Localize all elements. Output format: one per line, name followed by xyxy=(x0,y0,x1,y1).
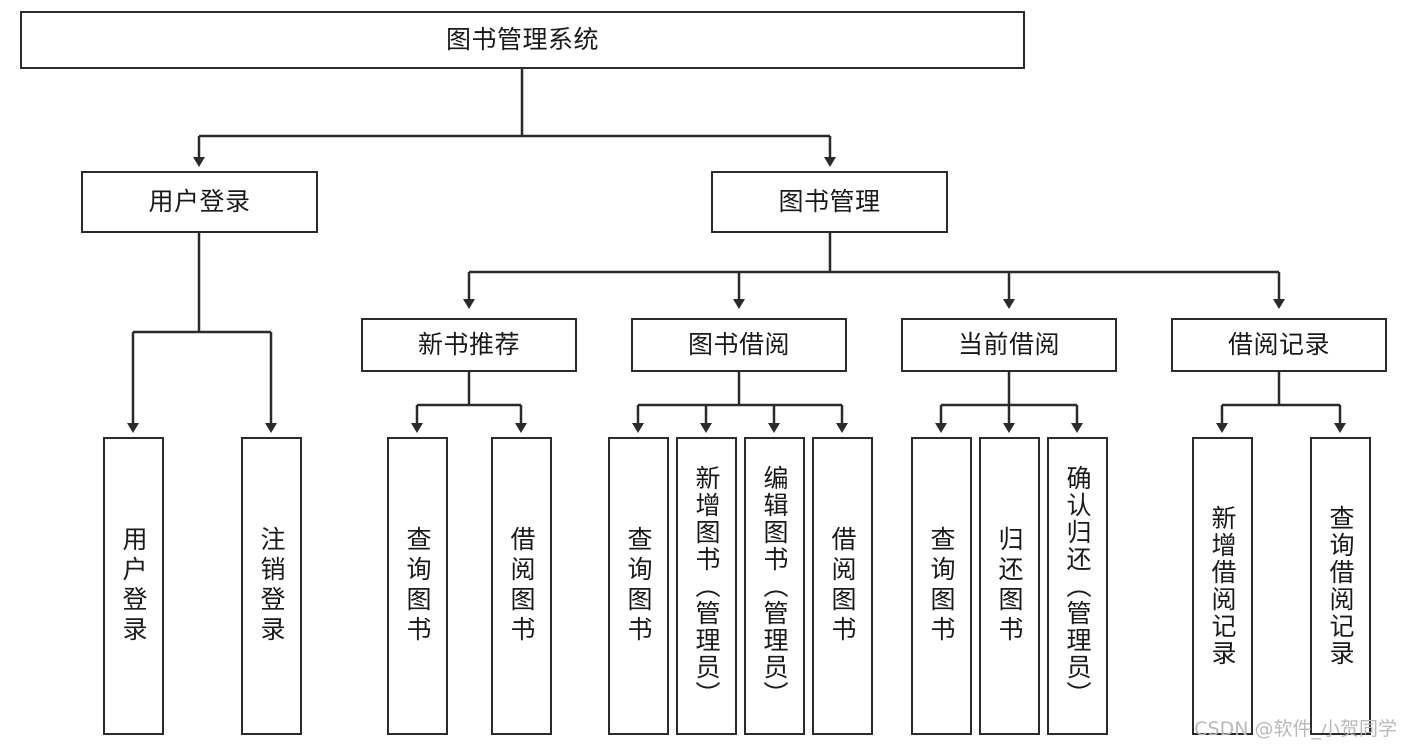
leaf-new-book-query-books[interactable]: 查询图书 xyxy=(387,437,448,735)
leaf-user-login-logout[interactable]: 注销登录 xyxy=(241,437,302,735)
node-label: 确认归还（管理员） xyxy=(1063,464,1092,708)
node-root-book-management-system[interactable]: 图书管理系统 xyxy=(20,11,1025,69)
leaf-current-borrow-confirm-return-admin[interactable]: 确认归还（管理员） xyxy=(1047,437,1108,735)
leaf-book-borrow-query-books[interactable]: 查询图书 xyxy=(608,437,669,735)
node-borrow-record[interactable]: 借阅记录 xyxy=(1171,318,1387,372)
node-user-login[interactable]: 用户登录 xyxy=(81,171,318,233)
node-book-borrow[interactable]: 图书借阅 xyxy=(631,318,847,372)
node-label: 新增图书（管理员） xyxy=(692,464,721,708)
leaf-current-borrow-return-books[interactable]: 归还图书 xyxy=(979,437,1040,735)
leaf-borrow-record-add-record[interactable]: 新增借阅记录 xyxy=(1192,437,1253,735)
leaf-book-borrow-edit-book-admin[interactable]: 编辑图书（管理员） xyxy=(744,437,805,735)
node-label: 图书管理系统 xyxy=(445,25,599,54)
node-label: 借阅图书 xyxy=(507,526,536,646)
node-current-borrow[interactable]: 当前借阅 xyxy=(901,318,1117,372)
watermark-text: CSDN @软件_小贺同学 xyxy=(1194,718,1397,740)
node-book-management[interactable]: 图书管理 xyxy=(711,171,948,233)
leaf-current-borrow-query-books[interactable]: 查询图书 xyxy=(911,437,972,735)
node-new-book-recommend[interactable]: 新书推荐 xyxy=(361,318,577,372)
leaf-book-borrow-borrow-books[interactable]: 借阅图书 xyxy=(812,437,873,735)
node-label: 用户登录 xyxy=(148,187,251,216)
node-label: 查询图书 xyxy=(624,526,653,646)
node-label: 用户登录 xyxy=(119,526,148,646)
leaf-book-borrow-add-book-admin[interactable]: 新增图书（管理员） xyxy=(676,437,737,735)
node-label: 借阅记录 xyxy=(1227,330,1330,359)
node-label: 查询图书 xyxy=(403,526,432,646)
node-label: 编辑图书（管理员） xyxy=(760,464,789,708)
node-label: 图书管理 xyxy=(778,187,881,216)
leaf-new-book-borrow-books[interactable]: 借阅图书 xyxy=(491,437,552,735)
node-label: 借阅图书 xyxy=(828,526,857,646)
leaf-user-login-login[interactable]: 用户登录 xyxy=(103,437,164,735)
node-label: 注销登录 xyxy=(257,526,286,646)
node-label: 图书借阅 xyxy=(687,330,790,359)
node-label: 新增借阅记录 xyxy=(1208,505,1237,667)
node-label: 查询图书 xyxy=(927,526,956,646)
node-label: 当前借阅 xyxy=(957,330,1060,359)
node-label: 查询借阅记录 xyxy=(1326,505,1355,667)
node-label: 新书推荐 xyxy=(417,330,520,359)
leaf-borrow-record-query-record[interactable]: 查询借阅记录 xyxy=(1310,437,1371,735)
node-label: 归还图书 xyxy=(995,526,1024,646)
